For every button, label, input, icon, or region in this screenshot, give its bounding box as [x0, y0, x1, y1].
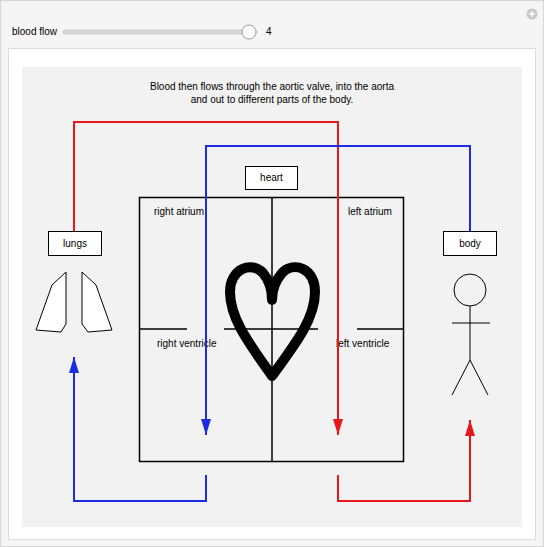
node-label: heart	[246, 172, 297, 184]
heart-chamber: left atrium	[272, 197, 403, 329]
arrow-head	[465, 420, 475, 436]
valve-line	[139, 328, 187, 330]
plus-button	[527, 9, 538, 20]
organ-box: body	[440, 231, 500, 395]
arrow-head	[333, 419, 343, 435]
blood-flow-line	[74, 122, 343, 435]
valve-line	[357, 328, 403, 330]
arrow-head	[201, 419, 211, 435]
plus-sign	[529, 11, 535, 17]
heart-outline	[140, 198, 404, 462]
chamber-label: right ventricle	[157, 338, 216, 350]
heart-chamber: left ventricle	[272, 329, 403, 461]
organ-box: heart	[245, 166, 298, 190]
chamber-label: left ventricle	[336, 338, 389, 350]
slider-thumb	[242, 25, 256, 39]
arrow-head	[69, 357, 79, 373]
flow-path	[206, 146, 470, 435]
flow-path	[74, 122, 338, 435]
blood-flow-line	[69, 357, 206, 501]
heart-symbol	[230, 267, 315, 376]
chamber-label: left atrium	[348, 206, 392, 218]
slider-value: 4	[266, 26, 272, 38]
heart-chamber: right atrium	[139, 197, 272, 329]
slider-track	[63, 30, 257, 34]
lung-drawing	[82, 272, 112, 332]
step-description: Blood then flows through the aortic valv…	[145, 80, 399, 106]
lung-drawing	[36, 272, 66, 332]
node-label: body	[443, 231, 497, 256]
flow-path	[74, 357, 206, 501]
drawing-area	[22, 67, 522, 527]
control-label: blood flow	[12, 26, 57, 38]
chamber-label: right atrium	[154, 206, 204, 218]
blood-flow-line	[338, 420, 475, 501]
person-figure	[452, 274, 490, 395]
content-panel	[9, 49, 536, 540]
flow-path	[338, 420, 470, 501]
node-label: lungs	[48, 231, 102, 256]
heart-chamber: right ventricle	[139, 329, 272, 461]
blood-flow-line	[201, 146, 470, 435]
organ-box: lungs	[36, 231, 112, 335]
